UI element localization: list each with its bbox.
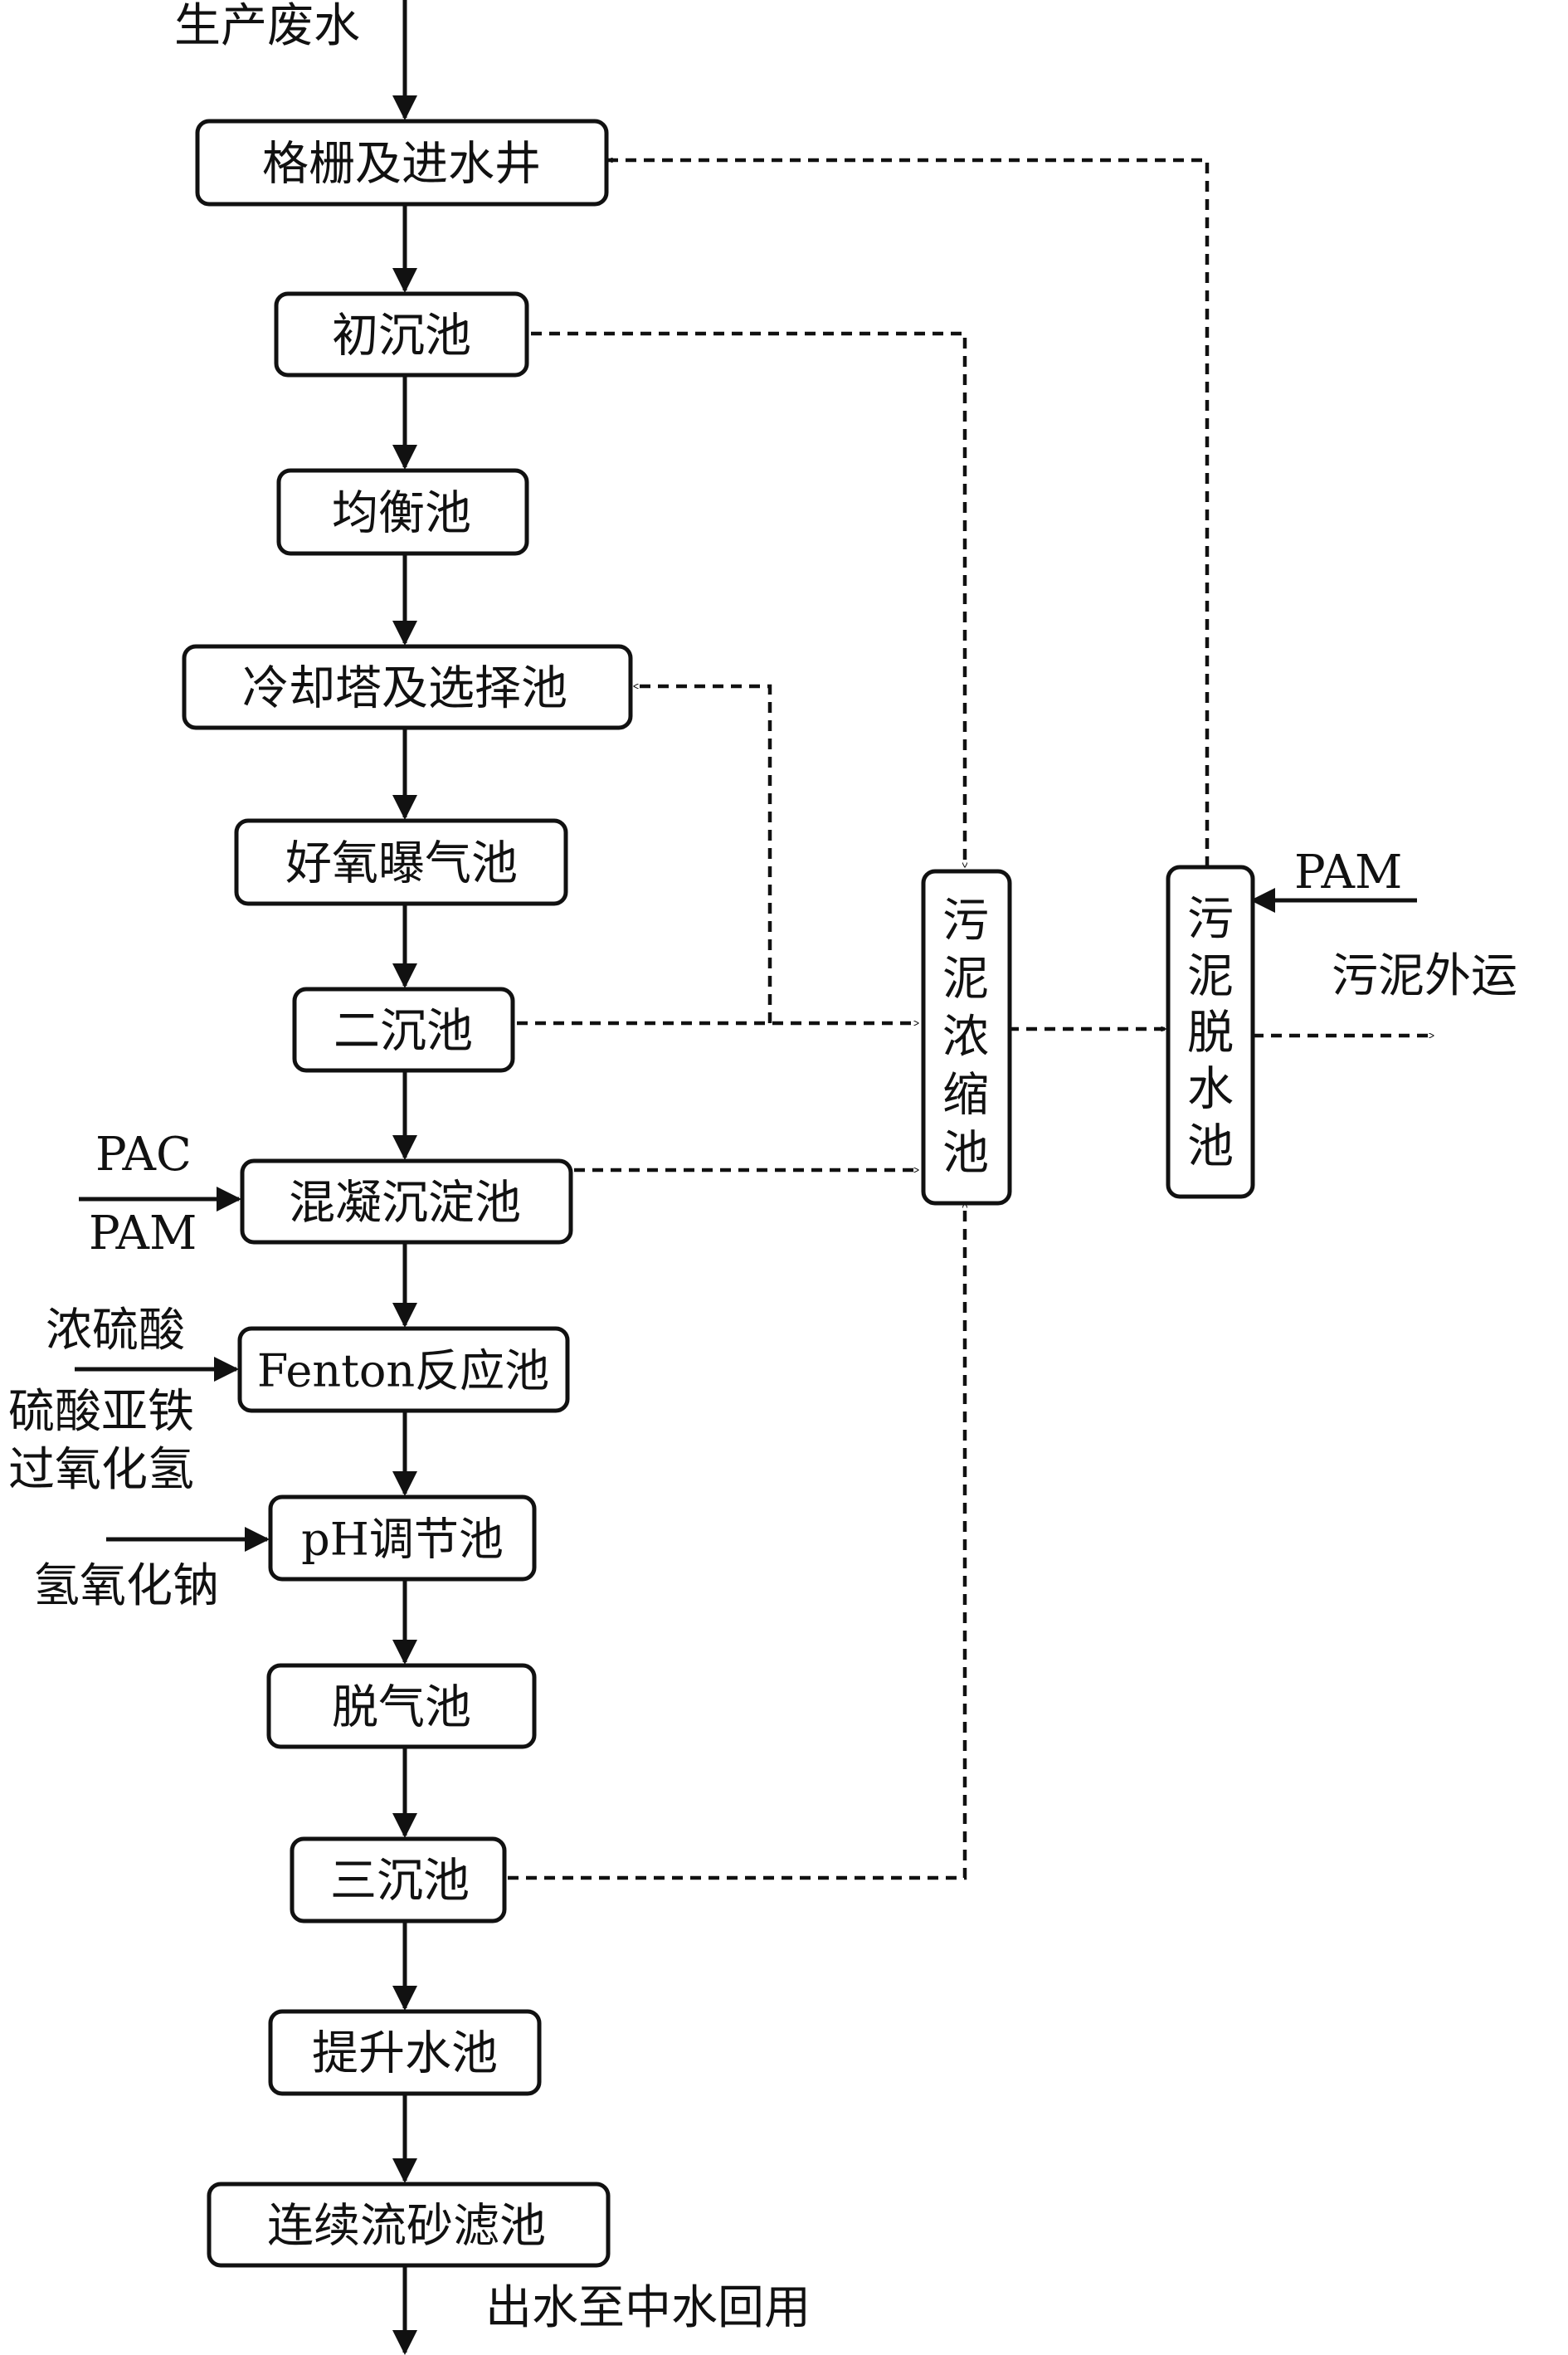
unit-label: 连续流砂滤池 <box>267 2200 546 2254</box>
dosing-arrows <box>75 888 1417 1552</box>
sludge-lines <box>508 160 1434 1880</box>
unit-sludge-dewater: 污 泥 脱 水 池 <box>1166 865 1255 1199</box>
unit-label: 二沉池 <box>334 1005 473 1059</box>
unit-label: 均衡池 <box>332 487 471 541</box>
sludge-outbound-label: 污泥外运 <box>1332 949 1517 1003</box>
free-labels: 生产废水 PAC PAM 浓硫酸 硫酸亚铁 过氧化氢 氢氧化钠 PAM 污泥外运… <box>8 0 1517 2335</box>
unit-box <box>274 291 529 378</box>
thickener-char: 污 <box>942 895 989 948</box>
unit-label: 格栅及进水井 <box>262 138 541 192</box>
thickener-char: 泥 <box>942 953 989 1007</box>
return-line-filtrate <box>608 160 1210 867</box>
unit-ph-adjust: pH调节池 <box>268 1494 537 1582</box>
return-line-cooling <box>634 686 772 1023</box>
unit-box <box>276 468 529 556</box>
unit-coagulation: 混凝沉淀池 <box>240 1158 573 1245</box>
unit-box <box>237 1326 570 1413</box>
unit-screen-well: 格栅及进水井 <box>195 119 609 207</box>
unit-lift-pool: 提升水池 <box>268 2009 542 2096</box>
conc-sulfuric-label: 浓硫酸 <box>46 1304 185 1358</box>
dewater-char: 脱 <box>1187 1007 1234 1060</box>
pac-label: PAC <box>95 1128 192 1182</box>
unit-box <box>268 1494 537 1582</box>
unit-label: 初沉池 <box>332 310 471 363</box>
unit-aeration: 好氧曝气池 <box>234 818 568 906</box>
unit-label: 提升水池 <box>312 2027 498 2081</box>
sodium-hydroxide-label: 氢氧化钠 <box>33 1559 219 1613</box>
hydrogen-peroxide-label: 过氧化氢 <box>8 1443 194 1497</box>
unit-box <box>292 987 515 1073</box>
unit-sand-filter: 连续流砂滤池 <box>207 2182 611 2268</box>
unit-box <box>1166 865 1255 1199</box>
pam-coag-label: PAM <box>89 1207 197 1260</box>
unit-label: 好氧曝气池 <box>285 837 518 891</box>
unit-box <box>290 1836 507 1923</box>
unit-primary-settling: 初沉池 <box>274 291 529 378</box>
unit-box <box>268 2009 542 2096</box>
unit-tertiary-settling: 三沉池 <box>290 1836 507 1923</box>
unit-equalization: 均衡池 <box>276 468 529 556</box>
unit-label: 混凝沉淀池 <box>289 1177 521 1231</box>
unit-box <box>207 2182 611 2268</box>
dewater-char: 泥 <box>1187 950 1234 1004</box>
effluent-label: 出水至中水回用 <box>485 2281 811 2335</box>
unit-label: 脱气池 <box>332 1681 471 1735</box>
unit-box <box>921 869 1012 1206</box>
thickener-char: 浓 <box>942 1011 989 1065</box>
unit-sludge-thickener: 污 泥 浓 缩 池 <box>921 869 1012 1206</box>
unit-box <box>195 119 609 207</box>
unit-cooling-tower: 冷却塔及选择池 <box>182 644 633 730</box>
unit-secondary-settling: 二沉池 <box>292 987 515 1073</box>
ferrous-sulfate-label: 硫酸亚铁 <box>8 1385 194 1439</box>
unit-label: Fenton反应池 <box>257 1345 549 1397</box>
unit-label: 冷却塔及选择池 <box>242 662 567 716</box>
unit-degas: 脱气池 <box>266 1663 537 1749</box>
unit-box <box>234 818 568 906</box>
unit-fenton: Fenton反应池 <box>237 1326 570 1413</box>
dewater-char: 污 <box>1187 893 1234 947</box>
unit-box <box>266 1663 537 1749</box>
dewater-char: 水 <box>1187 1063 1234 1117</box>
unit-label: 三沉池 <box>330 1855 470 1909</box>
unit-box <box>240 1158 573 1245</box>
sludge-line-primary <box>531 331 965 867</box>
thickener-char: 池 <box>942 1127 989 1181</box>
pam-dewater-label: PAM <box>1294 846 1402 900</box>
thickener-char: 缩 <box>942 1069 989 1123</box>
sludge-line-tertiary <box>508 1203 965 1880</box>
dewater-char: 池 <box>1187 1120 1234 1174</box>
unit-label: pH调节池 <box>301 1514 504 1566</box>
unit-box <box>182 644 633 730</box>
raw-water-label: 生产废水 <box>174 0 360 53</box>
